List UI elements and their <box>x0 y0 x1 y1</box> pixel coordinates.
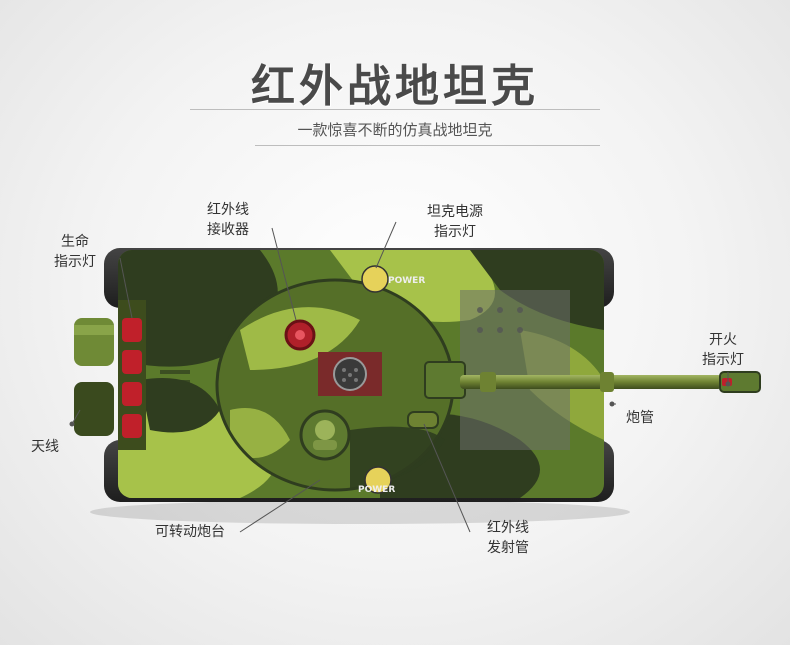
leader-turret <box>239 479 321 533</box>
life-light-1 <box>122 318 142 342</box>
power-badge-top: POWER <box>361 265 425 293</box>
power-badge-bottom: POWER <box>358 466 395 495</box>
leader-antenna <box>71 409 81 425</box>
svg-text:POWER: POWER <box>388 276 425 286</box>
label-turret: 可转动炮台 <box>155 524 225 540</box>
svg-text:POWER: POWER <box>358 485 395 495</box>
barrel-mantlet <box>424 361 466 399</box>
rear-exhaust-bottom <box>74 382 114 436</box>
ir-emitter <box>407 411 439 429</box>
leader-receiver <box>271 227 297 321</box>
page-subtitle: 一款惊喜不断的仿真战地坦克 <box>297 121 493 139</box>
tank-shadow <box>90 500 630 524</box>
subtitle-divider <box>255 145 600 146</box>
page-title: 红外战地坦克 <box>251 61 539 112</box>
leader-life <box>119 257 133 319</box>
label-ir-receiver: 红外线接收器 <box>207 202 249 238</box>
life-light-3 <box>122 382 142 406</box>
life-light-2 <box>122 350 142 374</box>
muzzle <box>719 371 761 393</box>
label-ir-emitter: 红外线发射管 <box>487 520 529 556</box>
label-fire-indicator: 开火指示灯 <box>702 332 744 368</box>
label-barrel: 炮管 <box>626 410 654 426</box>
label-power-indicator: 坦克电源指示灯 <box>427 204 483 240</box>
leader-emitter <box>423 423 471 533</box>
front-plate <box>460 290 570 450</box>
engine-deck <box>160 320 190 394</box>
barrel <box>460 375 722 389</box>
leader-power <box>375 221 397 269</box>
life-light-4 <box>122 414 142 438</box>
label-antenna: 天线 <box>31 439 59 455</box>
title-divider <box>190 109 600 110</box>
label-life-indicator: 生命指示灯 <box>54 234 96 270</box>
